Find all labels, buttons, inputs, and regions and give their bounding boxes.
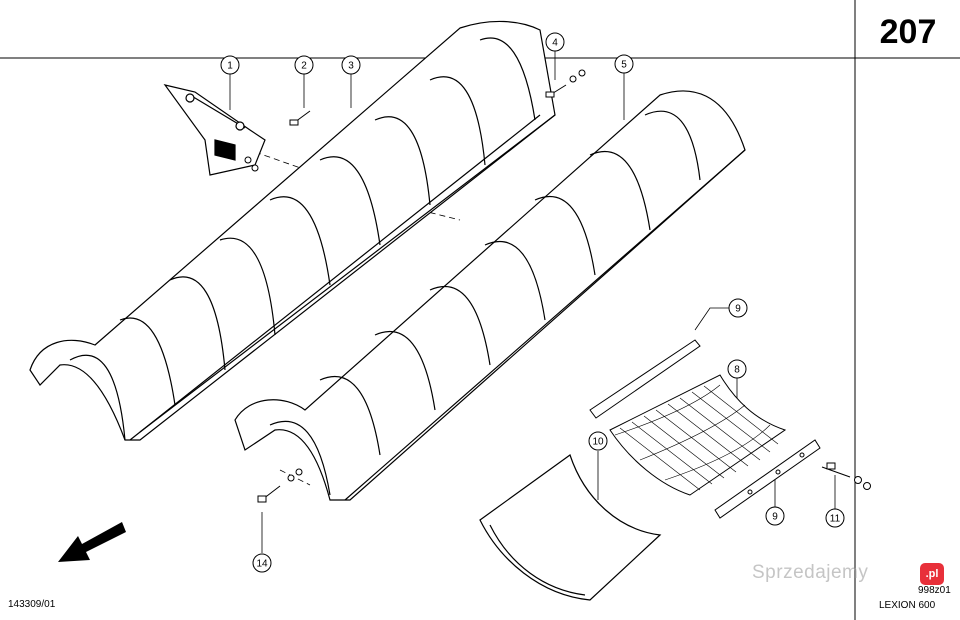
watermark-badge: .pl bbox=[920, 563, 944, 585]
svg-text:2: 2 bbox=[301, 61, 307, 72]
page-number: 207 bbox=[879, 13, 937, 51]
svg-text:1: 1 bbox=[227, 61, 233, 72]
svg-text:14: 14 bbox=[256, 559, 268, 570]
callout-11: 11 bbox=[825, 508, 845, 528]
svg-text:9: 9 bbox=[735, 304, 741, 315]
callout-2: 2 bbox=[294, 55, 314, 75]
watermark: Sprzedajemy bbox=[752, 562, 869, 583]
svg-text:4: 4 bbox=[552, 38, 558, 49]
bracket-1 bbox=[163, 84, 266, 176]
callout-1: 1 bbox=[220, 55, 240, 75]
callout-9-upper: 9 bbox=[728, 298, 748, 318]
callout-3: 3 bbox=[341, 55, 361, 75]
grate-8 bbox=[609, 374, 787, 496]
document-code: 143309/01 bbox=[8, 599, 56, 610]
callout-10: 10 bbox=[588, 431, 608, 451]
svg-text:5: 5 bbox=[621, 60, 627, 71]
bolts bbox=[244, 69, 871, 503]
arrow-down-left-icon bbox=[58, 522, 126, 562]
callout-8: 8 bbox=[727, 359, 747, 379]
strips-9 bbox=[589, 339, 821, 519]
callout-9-lower: 9 bbox=[765, 506, 785, 526]
cover-3 bbox=[29, 20, 556, 441]
svg-text:8: 8 bbox=[734, 365, 740, 376]
plate-10 bbox=[479, 454, 662, 601]
svg-text:3: 3 bbox=[348, 61, 354, 72]
svg-text:10: 10 bbox=[592, 437, 604, 448]
svg-text:11: 11 bbox=[830, 514, 841, 525]
model-name: LEXION 600 bbox=[879, 600, 936, 611]
svg-text:9: 9 bbox=[772, 512, 778, 523]
callout-5: 5 bbox=[614, 54, 634, 74]
cover-5 bbox=[234, 90, 746, 501]
callout-14: 14 bbox=[252, 553, 272, 573]
reference-code: 998z01 bbox=[918, 585, 951, 596]
leader-lines bbox=[229, 51, 836, 553]
callout-4: 4 bbox=[545, 32, 565, 52]
